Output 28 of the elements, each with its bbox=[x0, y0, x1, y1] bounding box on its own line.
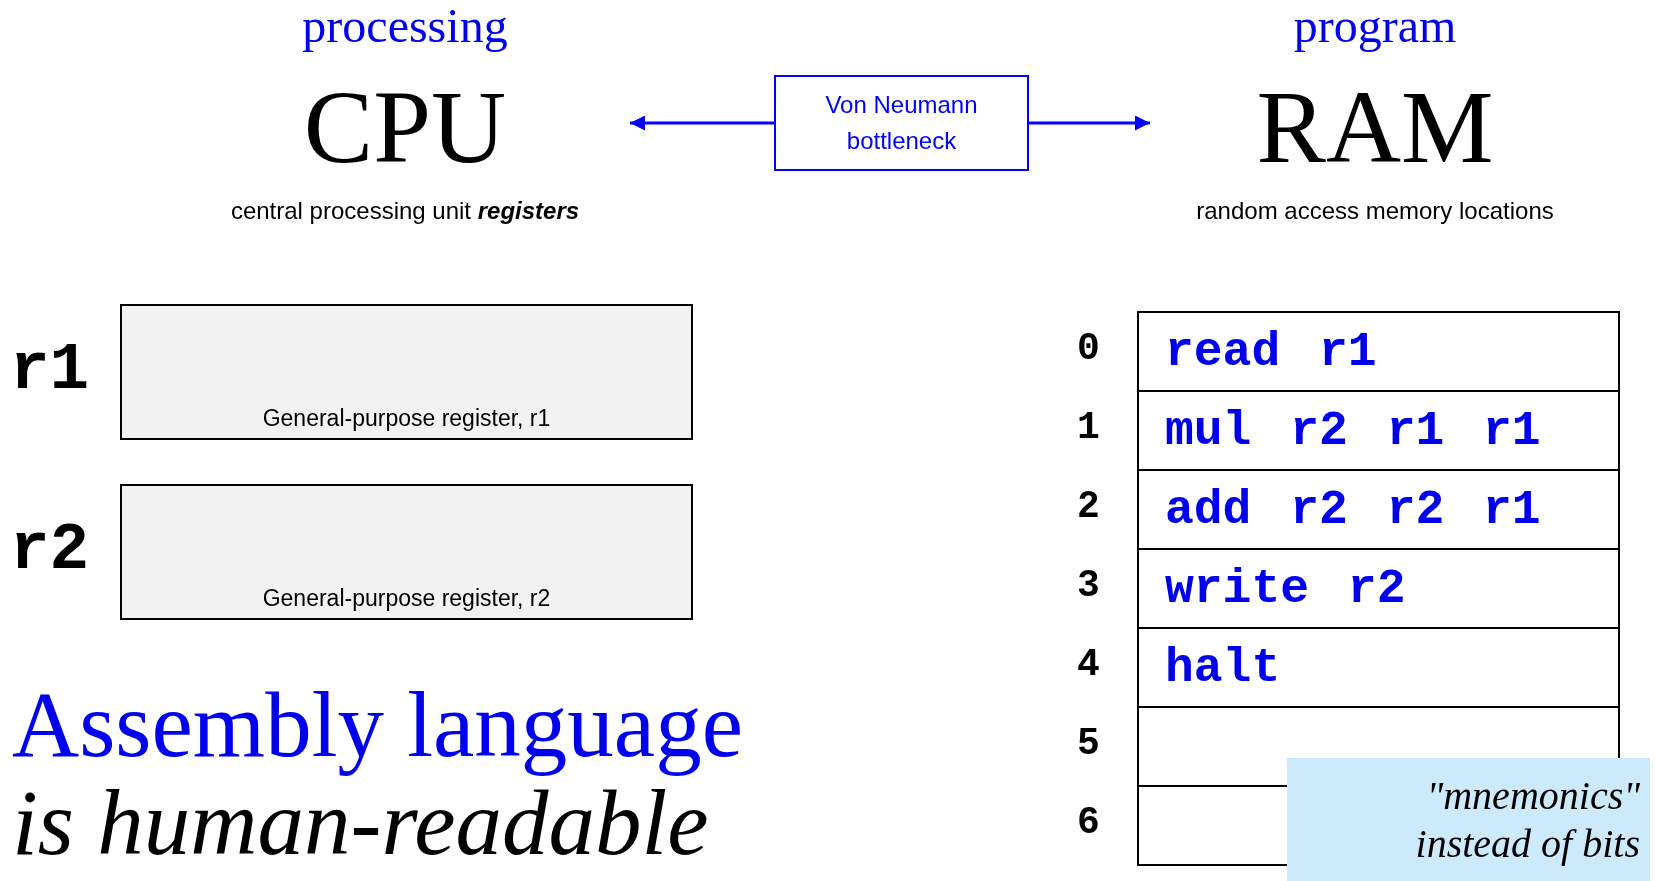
instruction-text: write r2 bbox=[1165, 561, 1406, 616]
instruction-text: add r2 r2 r1 bbox=[1165, 482, 1541, 537]
instruction-text: read r1 bbox=[1165, 324, 1377, 379]
register-name: r2 bbox=[10, 516, 90, 586]
double-arrow bbox=[630, 115, 774, 131]
instruction-text: halt bbox=[1165, 640, 1281, 695]
instruction-text: mul r2 r1 r1 bbox=[1165, 403, 1541, 458]
component-subtitle: random access memory locations bbox=[1196, 196, 1554, 226]
note-text: "mnemonics" instead of bits bbox=[1414, 771, 1640, 868]
memory-address: 1 bbox=[1077, 406, 1100, 450]
memory-address: 0 bbox=[1077, 327, 1100, 371]
memory-address: 4 bbox=[1077, 643, 1100, 687]
register-caption: General-purpose register, r1 bbox=[262, 404, 551, 432]
register-caption: General-purpose register, r2 bbox=[262, 584, 551, 612]
component-title: RAM bbox=[1256, 72, 1494, 182]
heading-text: processing bbox=[302, 0, 508, 52]
note-tooltip bbox=[1287, 758, 1650, 881]
bottleneck-box: Von Neumann bottleneck bbox=[774, 75, 1029, 171]
heading-text: program bbox=[1293, 0, 1457, 52]
component-title: CPU bbox=[303, 72, 507, 182]
double-arrow bbox=[1029, 115, 1150, 131]
register-name: r1 bbox=[10, 336, 90, 406]
component-subtitle: central processing unit registers bbox=[230, 196, 580, 226]
slide-heading: Assembly language bbox=[12, 676, 743, 774]
memory-address: 5 bbox=[1077, 722, 1100, 766]
memory-address: 3 bbox=[1077, 564, 1100, 608]
memory-address: 2 bbox=[1077, 485, 1100, 529]
memory-address: 6 bbox=[1077, 801, 1100, 845]
